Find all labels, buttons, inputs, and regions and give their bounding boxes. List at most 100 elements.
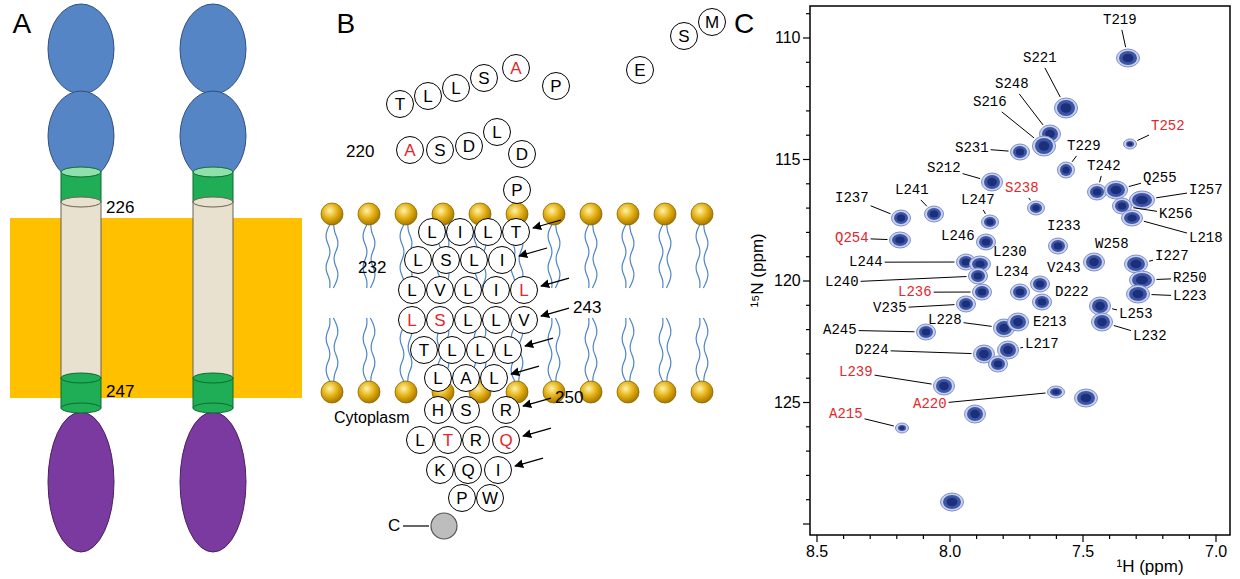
lipid-tail xyxy=(629,224,634,288)
residue-circle: L xyxy=(454,306,482,334)
residue-circle: P xyxy=(448,484,476,512)
residue-circle: L xyxy=(466,336,494,364)
peak-contour xyxy=(1033,294,1052,310)
leader-line xyxy=(909,305,955,308)
peak-label: L236 xyxy=(898,285,932,300)
residue-letter: K xyxy=(434,462,445,479)
residue-circle: I xyxy=(484,456,512,484)
peak-contour xyxy=(965,405,986,423)
residue-circle: P xyxy=(503,176,531,204)
residue-circle: D xyxy=(508,140,536,168)
lipid-tail xyxy=(592,224,597,288)
residue-letter: R xyxy=(470,432,482,449)
peak-label: L234 xyxy=(995,265,1029,280)
panel-label: A xyxy=(13,9,32,40)
lipid-tail xyxy=(363,224,367,288)
peak-contour xyxy=(896,423,909,433)
leader-line xyxy=(861,277,967,282)
residue-letter: T xyxy=(511,224,521,241)
terminus-leader xyxy=(403,525,429,526)
lipid-tail xyxy=(326,318,330,382)
leader-line xyxy=(1114,326,1131,331)
peak-label: S231 xyxy=(955,141,989,156)
residue-letter: L xyxy=(407,312,416,329)
peak-contour xyxy=(1008,313,1029,331)
leader-line xyxy=(1072,156,1076,162)
peak-contour xyxy=(1011,144,1030,160)
terminus-label: C xyxy=(388,517,400,536)
axis-title: ¹H (ppm) xyxy=(1117,558,1184,577)
residue-letter: L xyxy=(519,282,528,299)
residue-letter: L xyxy=(503,342,512,359)
peak-label: I233 xyxy=(1047,219,1081,234)
pointer-arrow xyxy=(523,398,551,406)
lipid-head xyxy=(395,203,417,225)
residue-letter: P xyxy=(511,182,522,199)
lipid-tail xyxy=(333,318,338,382)
leader-line xyxy=(1002,112,1034,138)
peak-label: L244 xyxy=(849,255,883,270)
lipid-head xyxy=(580,203,602,225)
peak-contour xyxy=(1125,255,1148,273)
peak-contour xyxy=(1127,285,1150,303)
peak-label: R250 xyxy=(1173,271,1207,286)
peak-label: V243 xyxy=(1047,261,1081,276)
lipid-head xyxy=(654,203,676,225)
peak-label: L232 xyxy=(1133,329,1167,344)
lipid-bilayer xyxy=(321,203,713,403)
peak-contour xyxy=(1088,184,1107,200)
spectrum-frame xyxy=(810,6,1230,535)
lipid-tail xyxy=(548,318,552,382)
peak-label: L223 xyxy=(1173,289,1207,304)
residue-circle: V xyxy=(426,276,454,304)
peak-contour xyxy=(1075,389,1098,407)
lipid-head xyxy=(654,381,676,403)
pointer-arrow xyxy=(515,458,543,466)
peak-label: I257 xyxy=(1189,183,1223,198)
leader-line xyxy=(1045,68,1060,97)
residue-letter: S xyxy=(460,402,471,419)
residue-letter: S xyxy=(434,142,445,159)
residue-letter: L xyxy=(489,370,498,387)
peak-label: K256 xyxy=(1159,207,1193,222)
residue-letter: S xyxy=(478,70,489,87)
peak-label: L228 xyxy=(928,313,962,328)
residue-circle: S xyxy=(426,306,454,334)
lipid-head xyxy=(321,381,343,403)
residue-circle: D xyxy=(455,132,483,160)
tick-label: 120 xyxy=(774,272,801,290)
peak-label: S248 xyxy=(995,77,1029,92)
residue-circle: E xyxy=(626,56,654,84)
residue-circle: S xyxy=(452,396,480,424)
residue-letter: L xyxy=(463,312,472,329)
residue-letter: D xyxy=(516,146,528,163)
pointer-arrow xyxy=(541,308,569,316)
residue-letter: L xyxy=(423,88,432,105)
residue-circle: S xyxy=(426,136,454,164)
lipid-tail xyxy=(666,318,671,382)
leader-line xyxy=(1133,208,1157,212)
residue-circle: L xyxy=(482,306,510,334)
residue-letter: I xyxy=(494,282,499,299)
residue-letter: P xyxy=(456,490,467,507)
residue-circle: L xyxy=(398,276,426,304)
lipid-tail xyxy=(659,224,663,288)
peak-contour xyxy=(1130,191,1155,209)
residue-circle: L xyxy=(424,364,452,392)
peak-label: W258 xyxy=(1095,237,1129,252)
lipid-tail xyxy=(666,224,671,288)
residue-circle: S xyxy=(470,64,498,92)
peak-label: T219 xyxy=(1103,13,1137,28)
residue-letter: L xyxy=(463,282,472,299)
tick-label: 7.5 xyxy=(1072,543,1094,561)
peak-label: S212 xyxy=(927,161,961,176)
lipid-tail xyxy=(333,224,338,288)
leader-line xyxy=(859,331,915,332)
residue-letter: D xyxy=(463,138,475,155)
residue-circle: H xyxy=(424,396,452,424)
residue-letter: Q xyxy=(461,462,474,479)
residue-circle: R xyxy=(492,396,520,424)
lipid-tail xyxy=(555,318,560,382)
tick-label: 8.5 xyxy=(806,543,828,561)
leader-line xyxy=(1137,135,1149,140)
